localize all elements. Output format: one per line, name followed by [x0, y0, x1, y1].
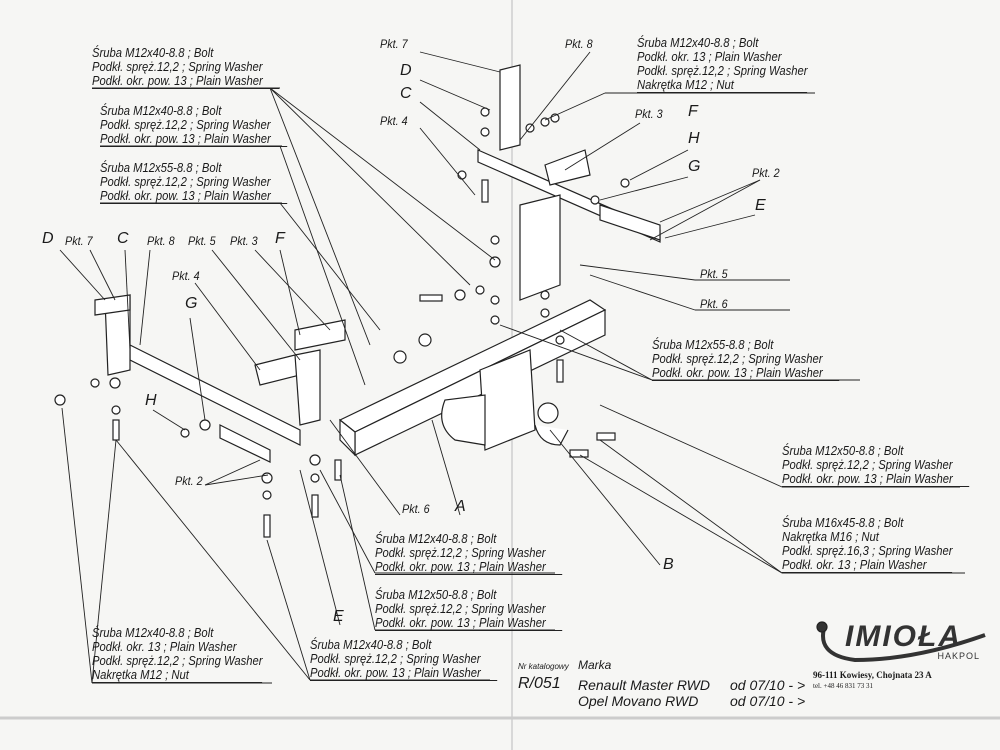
label-pkt2-left: Pkt. 2	[175, 474, 203, 488]
note-line: Śruba M12x40-8.8 ; Bolt	[100, 104, 222, 118]
note-line: Śruba M12x40-8.8 ; Bolt	[637, 36, 759, 50]
catalog-number: R/051	[518, 675, 561, 692]
note-line: Podkł. okr. 13 ; Plain Washer	[782, 558, 953, 573]
note-line: Podkł. okr. pow. 13 ; Plain Washer	[100, 189, 287, 204]
note-line: Podkł. okr. pow. 13 ; Plain Washer	[100, 132, 287, 147]
crossbar-part-a	[338, 299, 607, 457]
note-line: Podkł. spręż.12,2 ; Spring Washer	[92, 654, 263, 668]
label-pkt4-left: Pkt. 4	[172, 269, 200, 283]
label-a: A	[455, 498, 466, 515]
note-line: Podkł. spręż.12,2 ; Spring Washer	[100, 118, 271, 132]
note-line: Podkł. spręż.12,2 ; Spring Washer	[100, 175, 271, 189]
vehicle-date: od 07/10 - >	[730, 693, 806, 709]
towball-bracket	[441, 349, 569, 451]
label-c-left: C	[117, 230, 129, 247]
logo-ball-icon	[816, 621, 828, 633]
vehicle-date: od 07/10 - >	[730, 677, 806, 693]
label-pkt5-left: Pkt. 5	[188, 234, 216, 248]
note-line: Podkł. okr. pow. 13 ; Plain Washer	[375, 616, 562, 631]
vehicle-name: Renault Master RWD	[578, 677, 711, 693]
left-side-bracket	[94, 294, 346, 463]
note-line: Śruba M12x50-8.8 ; Bolt	[375, 588, 497, 602]
label-pkt4: Pkt. 4	[380, 114, 408, 128]
note-line: Podkł. spręż.16,3 ; Spring Washer	[782, 544, 953, 558]
note-line: Podkł. spręż.12,2 ; Spring Washer	[782, 458, 953, 472]
note-line: Podkł. spręż.12,2 ; Spring Washer	[375, 546, 546, 560]
note-line: Podkł. okr. pow. 13 ; Plain Washer	[375, 560, 562, 575]
label-d: D	[400, 62, 412, 79]
note-line: Śruba M16x45-8.8 ; Bolt	[782, 516, 904, 530]
logo-subtext: HAKPOL	[937, 651, 980, 661]
company-logo: IMIOŁA HAKPOL	[815, 618, 990, 668]
company-address: 96-111 Kowiesy, Chojnata 23 A	[813, 670, 932, 680]
note-line: Nakrętka M12 ; Nut	[637, 78, 808, 93]
label-pkt6-center: Pkt. 6	[402, 502, 430, 516]
note-line: Podkł. okr. 13 ; Plain Washer	[92, 640, 237, 654]
label-pkt3-left: Pkt. 3	[230, 234, 258, 248]
note-line: Podkł. okr. pow. 13 ; Plain Washer	[92, 74, 279, 89]
vehicle-name: Opel Movano RWD	[578, 693, 699, 709]
label-pkt6: Pkt. 6	[700, 297, 728, 311]
note-line: Śruba M12x40-8.8 ; Bolt	[310, 638, 432, 652]
right-side-bracket	[477, 64, 661, 301]
label-g-left: G	[185, 295, 198, 312]
note-line: Podkł. okr. pow. 13 ; Plain Washer	[782, 472, 969, 487]
label-d-left: D	[42, 230, 54, 247]
label-f-left: F	[275, 230, 285, 247]
label-pkt2: Pkt. 2	[752, 166, 780, 180]
label-pkt7-left: Pkt. 7	[65, 234, 93, 248]
note-line: Śruba M12x50-8.8 ; Bolt	[782, 444, 904, 458]
note-line: Śruba M12x40-8.8 ; Bolt	[92, 46, 214, 60]
label-g: G	[688, 158, 701, 175]
label-pkt5: Pkt. 5	[700, 267, 728, 281]
logo-text: IMIOŁA	[845, 620, 962, 653]
note-line: Podkł. spręż.12,2 ; Spring Washer	[652, 352, 823, 366]
brand-header: Marka	[578, 658, 612, 672]
note-line: Śruba M12x55-8.8 ; Bolt	[100, 161, 222, 175]
label-pkt8-left: Pkt. 8	[147, 234, 175, 248]
note-line: Nakrętka M16 ; Nut	[782, 530, 879, 544]
label-b: B	[663, 556, 674, 573]
label-e: E	[755, 197, 766, 214]
label-pkt7: Pkt. 7	[380, 37, 408, 51]
note-line: Podkł. spręż.12,2 ; Spring Washer	[310, 652, 481, 666]
label-pkt8: Pkt. 8	[565, 37, 593, 51]
label-e-bottom: E	[333, 608, 344, 625]
note-line: Podkł. okr. pow. 13 ; Plain Washer	[652, 366, 839, 381]
note-line: Śruba M12x40-8.8 ; Bolt	[92, 626, 214, 640]
note-line: Śruba M12x40-8.8 ; Bolt	[375, 532, 497, 546]
note-line: Podkł. spręż.12,2 ; Spring Washer	[375, 602, 546, 616]
note-line: Śruba M12x55-8.8 ; Bolt	[652, 338, 774, 352]
logo-swoosh	[821, 624, 986, 663]
note-line: Podkł. spręż.12,2 ; Spring Washer	[92, 60, 263, 74]
company-phone: tel. +48 46 831 73 31	[813, 682, 873, 690]
catalog-number-header: Nr katalogowy	[518, 662, 569, 671]
note-line: Podkł. spręż.12,2 ; Spring Washer	[637, 64, 808, 78]
note-line: Nakrętka M12 ; Nut	[92, 668, 263, 683]
note-line: Podkł. okr. 13 ; Plain Washer	[637, 50, 782, 64]
note-line: Podkł. okr. pow. 13 ; Plain Washer	[310, 666, 497, 681]
label-f: F	[688, 103, 698, 120]
label-pkt3: Pkt. 3	[635, 107, 663, 121]
label-h-left: H	[145, 392, 157, 409]
label-h: H	[688, 130, 700, 147]
label-c: C	[400, 85, 412, 102]
